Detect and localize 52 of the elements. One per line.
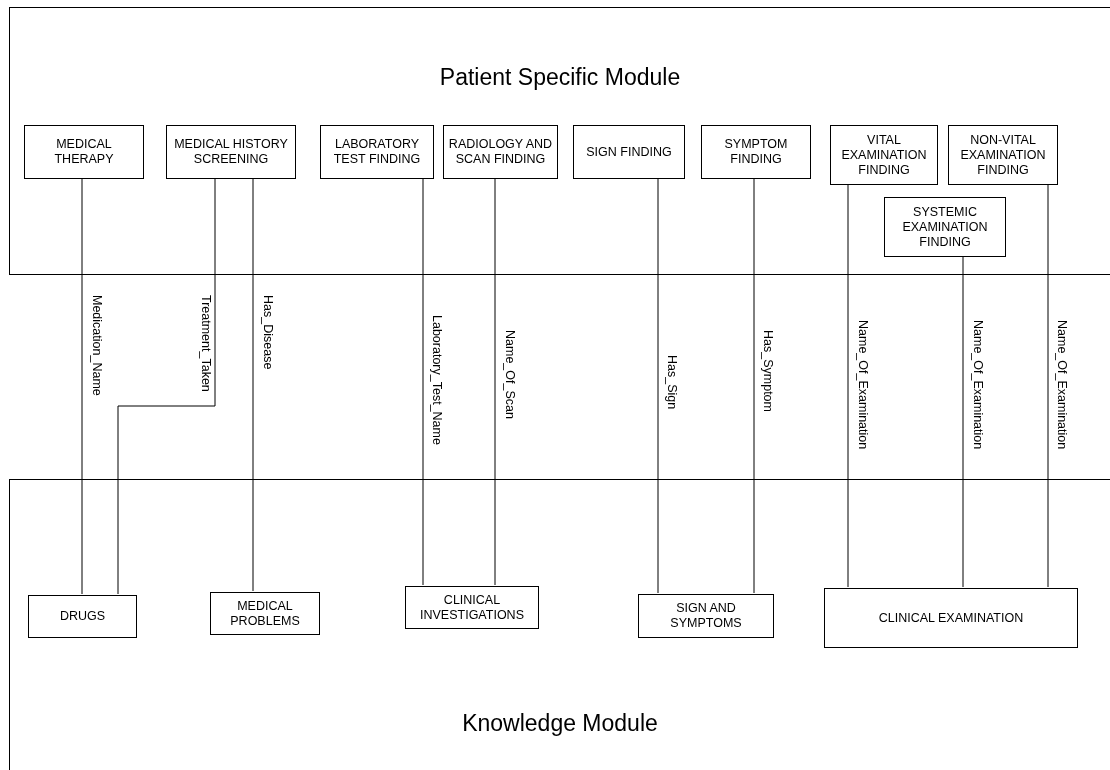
box-label: SIGN FINDING (586, 144, 672, 160)
concept-box (28, 595, 137, 638)
box-label: RADIOLOGY AND SCAN FINDING (448, 137, 553, 167)
box-label: MEDICAL PROBLEMS (229, 598, 301, 629)
edge-label: Has_Sign (665, 355, 679, 410)
connector-line (657, 177, 659, 594)
connector-line (962, 255, 964, 588)
box-label: NON-VITAL EXAMINATION FINDING (959, 132, 1047, 178)
edge-label: Name_Of_Scan (503, 330, 517, 419)
box-label: SIGN AND SYMPTOMS (669, 601, 743, 631)
connector-line (81, 177, 83, 595)
connector-line (117, 177, 216, 595)
box-label: LABORATORY TEST FINDING (332, 137, 422, 167)
edge-label: Laboratory_Test_Name (430, 315, 444, 445)
concept-box (884, 197, 1006, 257)
concept-box (701, 125, 811, 179)
connector-line (1047, 183, 1049, 588)
connector-line (252, 177, 254, 592)
concept-box (210, 592, 320, 635)
concept-box (638, 594, 774, 638)
edge-label: Medication_Name (90, 295, 104, 396)
box-label: MEDICAL THERAPY (53, 137, 115, 167)
box-label: VITAL EXAMINATION FINDING (840, 132, 928, 178)
concept-box (573, 125, 685, 179)
module-title: Patient Specific Module (439, 63, 681, 92)
concept-box (24, 125, 144, 179)
box-label: CLINICAL INVESTIGATIONS (419, 592, 525, 623)
concept-box (405, 586, 539, 629)
concept-box (948, 125, 1058, 185)
module-panel (9, 479, 1110, 770)
edge-label: Has_Symptom (761, 330, 775, 412)
connector-line (753, 177, 755, 594)
edge-label: Name_Of_Examination (1055, 320, 1069, 450)
concept-box (166, 125, 296, 179)
edge-label: Has_Disease (261, 295, 275, 370)
edge-label: Name_Of_Examination (971, 320, 985, 450)
module-panel (9, 7, 1110, 275)
box-label: SYMPTOM FINDING (723, 137, 789, 167)
concept-box (830, 125, 938, 185)
connector-line (494, 177, 496, 586)
concept-box (320, 125, 434, 179)
connector-line (422, 177, 424, 586)
box-label: DRUGS (59, 609, 106, 624)
box-label: MEDICAL HISTORY SCREENING (173, 137, 289, 167)
box-label: SYSTEMIC EXAMINATION FINDING (901, 204, 989, 250)
edge-label: Name_Of_Examination (856, 320, 870, 450)
box-label: CLINICAL EXAMINATION (878, 610, 1024, 626)
concept-box (443, 125, 558, 179)
module-title: Knowledge Module (462, 708, 658, 738)
connector-line (847, 183, 849, 588)
concept-box (824, 588, 1078, 648)
edge-label: Treatment_Taken (199, 295, 213, 392)
